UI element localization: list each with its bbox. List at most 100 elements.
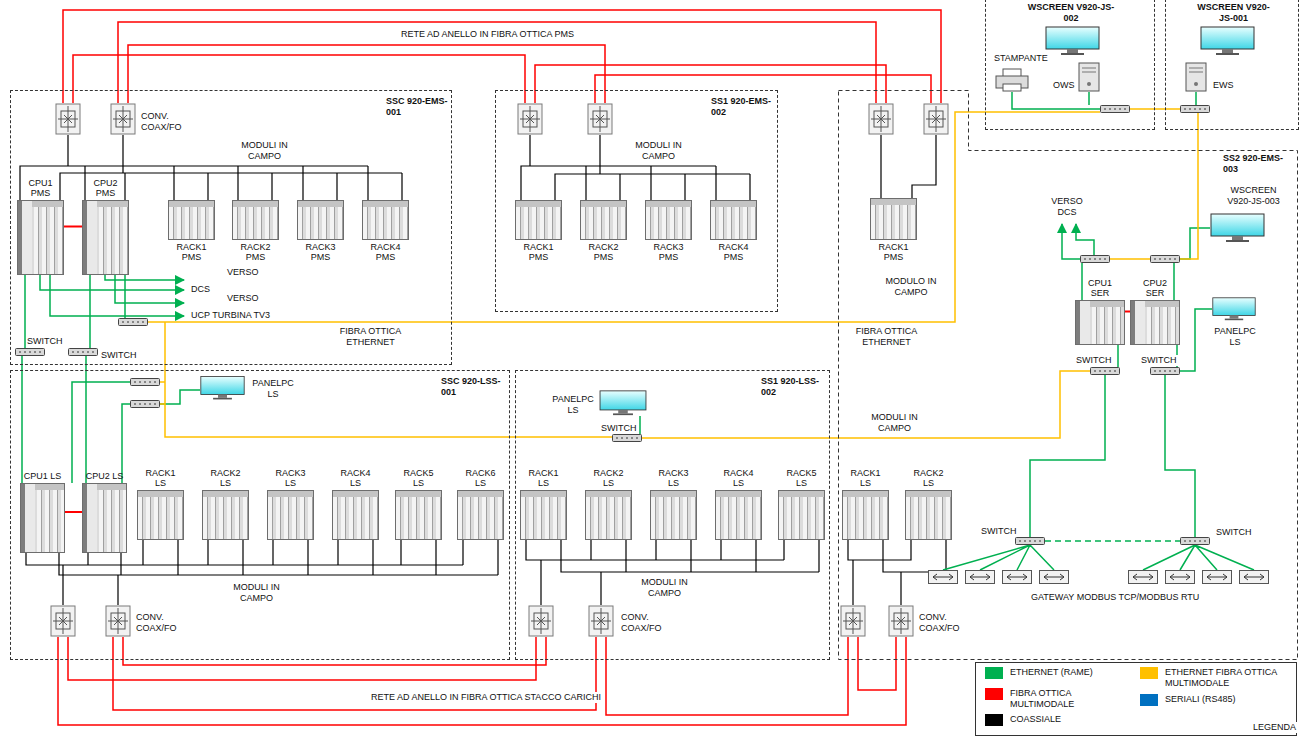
- rack-module: [905, 490, 952, 540]
- io-rack: RACK3 LS: [267, 468, 314, 540]
- area-box: SSC 920-EMS-001CPU1 PMSCPU2 PMSRACK1 PMS…: [10, 90, 452, 365]
- diagram-label: SWITCH: [100, 350, 138, 361]
- diagram-label: CONV. COAX/FO: [918, 612, 970, 634]
- coax-fiber-converter: [889, 606, 913, 636]
- legend-text: COASSIALE: [1009, 714, 1121, 725]
- switch-icon: [1081, 256, 1110, 263]
- rack-label: CPU1 LS: [24, 471, 62, 481]
- rack-module: [20, 483, 65, 553]
- diagram-label: MODULI IN CAMPO: [228, 582, 285, 604]
- legend-text: ETHERNET FIBRA OTTICA MULTIMODALE: [1164, 667, 1296, 689]
- diagram-label: MODULI IN CAMPO: [866, 412, 923, 434]
- coax-fiber-converter: [588, 104, 612, 134]
- panel-pc-icon: [600, 391, 646, 415]
- diagram-label: SWITCH: [1140, 355, 1178, 366]
- diagram-label: SWITCH: [1075, 355, 1113, 366]
- area-box: SS1 920-EMS-002RACK1 PMSRACK2 PMSRACK3 P…: [495, 90, 778, 312]
- switch-icon: [131, 379, 160, 386]
- dcs-arrow: [1062, 224, 1080, 259]
- rack-label: RACK3 PMS: [650, 242, 688, 262]
- rack-module: [585, 490, 632, 540]
- ethernet-dashed-link: [1045, 540, 1180, 542]
- rack-module: [297, 200, 344, 240]
- rack-label: CPU2 LS: [86, 471, 124, 481]
- cpu-rack: CPU1 LS: [20, 471, 65, 553]
- gateway-icon: [1166, 571, 1195, 584]
- diagram-label: RETE AD ANELLO IN FIBRA OTTICA STACCO CA…: [370, 692, 602, 703]
- rack-module: [267, 490, 314, 540]
- rack-label: CPU2 SER: [1136, 278, 1174, 298]
- rack-module: [710, 200, 757, 240]
- area-heading: WSCREEN V920-JS-002: [1026, 2, 1116, 24]
- coax-fiber-converter: [56, 104, 80, 134]
- area-heading: SS1 920-EMS-002: [711, 96, 776, 118]
- diagram-label: MODULI IN CAMPO: [630, 140, 687, 162]
- legend-swatch: [1140, 694, 1158, 706]
- area-heading: WSCREEN V920-JS-001: [1191, 2, 1276, 24]
- diagram-label: CONV. COAX/FO: [140, 111, 192, 133]
- io-rack: RACK4 LS: [332, 468, 379, 540]
- legend-swatch: [985, 714, 1003, 726]
- rack-module: [580, 200, 627, 240]
- rack-label: RACK6 LS: [462, 468, 500, 488]
- io-rack: RACK1 PMS: [515, 200, 562, 262]
- area-box: WSCREEN V920-JS-001: [1165, 0, 1299, 130]
- monitor-icon: [1201, 27, 1254, 55]
- rack-label: CPU1 PMS: [22, 178, 60, 198]
- cpu-fiber-link: [65, 511, 82, 513]
- gateway-icon: [1240, 571, 1269, 584]
- cpu-rack: CPU2 LS: [82, 471, 127, 553]
- diagram-label: MODULI IN CAMPO: [636, 577, 693, 599]
- io-rack: RACK1 PMS: [168, 200, 215, 262]
- rack-module: [82, 483, 127, 553]
- ethernet-fiber: [148, 109, 1198, 438]
- rack-label: RACK4 PMS: [367, 242, 405, 262]
- rack-label: RACK2 LS: [910, 468, 948, 488]
- coax-fiber-converter: [869, 104, 893, 134]
- coax-fiber-converter: [111, 104, 135, 134]
- rack-label: RACK3 PMS: [302, 242, 340, 262]
- diagram-label: FIBRA OTTICA ETHERNET: [848, 326, 925, 348]
- load-shedding-fiber-ring: [58, 637, 906, 725]
- diagram-label: SWITCH: [980, 526, 1018, 537]
- rack-label: RACK1 LS: [142, 468, 180, 488]
- switch-icon: [1151, 368, 1180, 375]
- rack-module: [457, 490, 504, 540]
- diagram-label: FIBRA OTTICA ETHERNET: [332, 326, 409, 348]
- diagram-label: WSCREEN V920-JS-003: [1220, 185, 1287, 207]
- rack-label: RACK4 LS: [720, 468, 758, 488]
- legend-swatch: [1140, 667, 1158, 679]
- rack-label: RACK2 PMS: [237, 242, 275, 262]
- diagram-label: MODULO IN CAMPO: [880, 276, 942, 298]
- io-rack: RACK2 LS: [905, 468, 952, 540]
- rack-label: CPU1 SER: [1081, 278, 1119, 298]
- io-rack: RACK5 LS: [778, 468, 825, 540]
- diagram-label: STAMPANTE: [993, 53, 1049, 64]
- rack-label: RACK4 PMS: [715, 242, 753, 262]
- rack-module: [17, 200, 64, 275]
- rack-module: [515, 200, 562, 240]
- rack-module: [332, 490, 379, 540]
- coax-fiber-converter: [51, 606, 75, 636]
- turbine-arrow: [115, 275, 184, 303]
- area-outline: SS2 920-EMS-003RACK1 PMSCPU1 SERCPU2 SER…: [838, 90, 1298, 660]
- diagram-label: VERSO: [226, 293, 260, 304]
- io-rack: RACK5 LS: [395, 468, 442, 540]
- rack-label: RACK1 PMS: [875, 242, 913, 262]
- diagram-label: OWS: [1052, 80, 1076, 91]
- dcs-arrow: [1076, 224, 1094, 255]
- printer-icon: [996, 69, 1028, 91]
- coax-fiber-converter: [518, 104, 542, 134]
- rack-label: RACK2 LS: [590, 468, 628, 488]
- rack-module: [1075, 300, 1125, 345]
- coax-fiber-converter: [924, 104, 948, 134]
- pc-tower-icon: [1186, 63, 1206, 91]
- rack-label: RACK1 LS: [847, 468, 885, 488]
- gateway-icon: [1040, 571, 1069, 584]
- rack-module: [520, 490, 567, 540]
- coax-fiber-converter: [589, 606, 613, 636]
- switch-icon: [1016, 538, 1045, 545]
- coax-fiber-converter: [529, 606, 553, 636]
- cpu-rack: CPU1 PMS: [17, 178, 64, 275]
